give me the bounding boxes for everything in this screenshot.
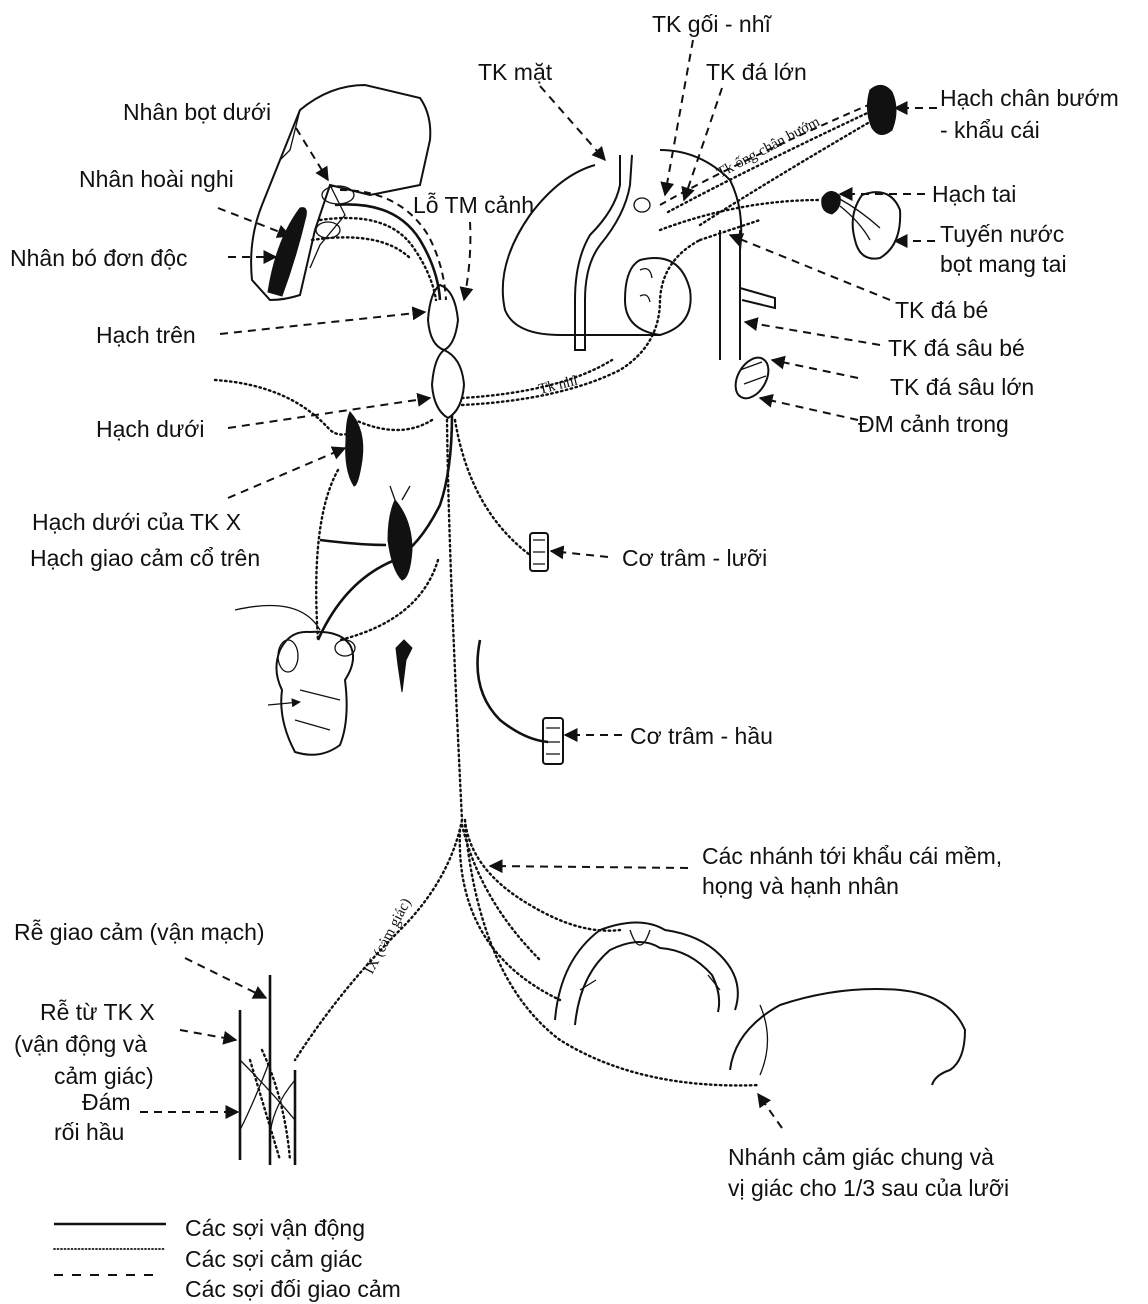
nucleus-solitarius (268, 208, 306, 296)
label-co-tram-luoi: Cơ trâm - lưỡi (622, 545, 767, 571)
label-tk-ong-chan-buom: Tk ống chân bướm (714, 114, 822, 182)
descending-nerves (215, 380, 548, 820)
label-khau-cai: - khẩu cái (940, 117, 1040, 143)
label-ix-cam-giac: IX (cảm giác) (361, 896, 414, 977)
label-nhan-bo-don-doc: Nhân bó đơn độc (10, 245, 188, 271)
inferior-ganglion (432, 350, 464, 418)
middle-ear-region (503, 150, 775, 350)
label-nhan-hoai-nghi: Nhân hoài nghi (79, 166, 234, 192)
label-hach-duoi: Hạch dưới (96, 416, 204, 442)
legend-parasympathetic-label: Các sợi đối giao cảm (185, 1276, 401, 1302)
label-tk-da-lon: TK đá lớn (706, 59, 807, 85)
label-tuyen-nuoc: Tuyến nước (940, 221, 1064, 247)
label-re-tk-x-3: cảm giác) (54, 1063, 154, 1089)
tongue (730, 989, 965, 1085)
label-hach-chan-buom: Hạch chân bướm (940, 85, 1119, 111)
label-re-giao-cam: Rễ giao cảm (vận mạch) (14, 919, 265, 945)
label-nhanh-khau-cai-2: họng và hạnh nhân (702, 873, 899, 899)
label-hach-duoi-tk-x: Hạch dưới của TK X (32, 509, 241, 535)
label-dam-2: rối hầu (54, 1119, 124, 1145)
label-lo-tm-canh: Lỗ TM cảnh (413, 192, 534, 218)
label-tk-da-sau-lon: TK đá sâu lớn (890, 374, 1034, 400)
label-tk-goi-nhi: TK gối - nhĩ (652, 11, 772, 37)
otic-ganglion (822, 191, 880, 240)
label-re-tk-x-2: (vận động và (14, 1031, 147, 1057)
lower-branches (295, 820, 760, 1085)
soft-palate-tonsil (555, 923, 738, 1026)
label-re-tk-x-1: Rễ từ TK X (40, 999, 155, 1025)
pharyngeal-plexus (240, 975, 295, 1165)
label-tk-nhi: Tk nhĩ (537, 373, 580, 398)
pterygoid-canal-nerves (660, 100, 880, 230)
label-co-tram-hau: Cơ trâm - hầu (630, 723, 773, 749)
label-hach-giao-cam: Hạch giao cảm cổ trên (30, 545, 260, 571)
superior-cervical-ganglion (388, 486, 412, 580)
legend-sensory-label: Các sợi cảm giác (185, 1246, 362, 1272)
pterygopalatine-ganglion (867, 85, 896, 134)
label-tk-da-be: TK đá bé (895, 297, 988, 323)
label-tk-da-sau-be: TK đá sâu bé (888, 335, 1025, 361)
legend: Các sợi vận động Các sợi cảm giác Các sợ… (54, 1215, 401, 1302)
legend-motor-label: Các sợi vận động (185, 1215, 365, 1241)
text-labels: TK gối - nhĩ TK mặt TK đá lớn Hạch chân … (10, 11, 1119, 1201)
internal-carotid-artery (720, 230, 775, 404)
carotid-region (268, 632, 355, 755)
label-dam-1: Đám (82, 1089, 131, 1115)
label-dm-canh-trong: ĐM cảnh trong (858, 411, 1009, 437)
label-nhanh-cam-giac-2: vị giác cho 1/3 sau của lưỡi (728, 1175, 1009, 1201)
label-nhanh-cam-giac-1: Nhánh cảm giác chung và (728, 1144, 994, 1170)
label-hach-tai: Hạch tai (932, 181, 1016, 207)
styloglossus-muscle (530, 533, 548, 571)
label-bot-mang-tai: bọt mang tai (940, 251, 1067, 277)
superior-ganglion (428, 285, 458, 350)
label-tk-mat: TK mặt (478, 59, 553, 85)
label-nhan-bot-duoi: Nhân bọt dưới (123, 99, 271, 125)
label-hach-tren: Hạch trên (96, 322, 196, 348)
label-nhanh-khau-cai-1: Các nhánh tới khẩu cái mềm, (702, 843, 1002, 869)
